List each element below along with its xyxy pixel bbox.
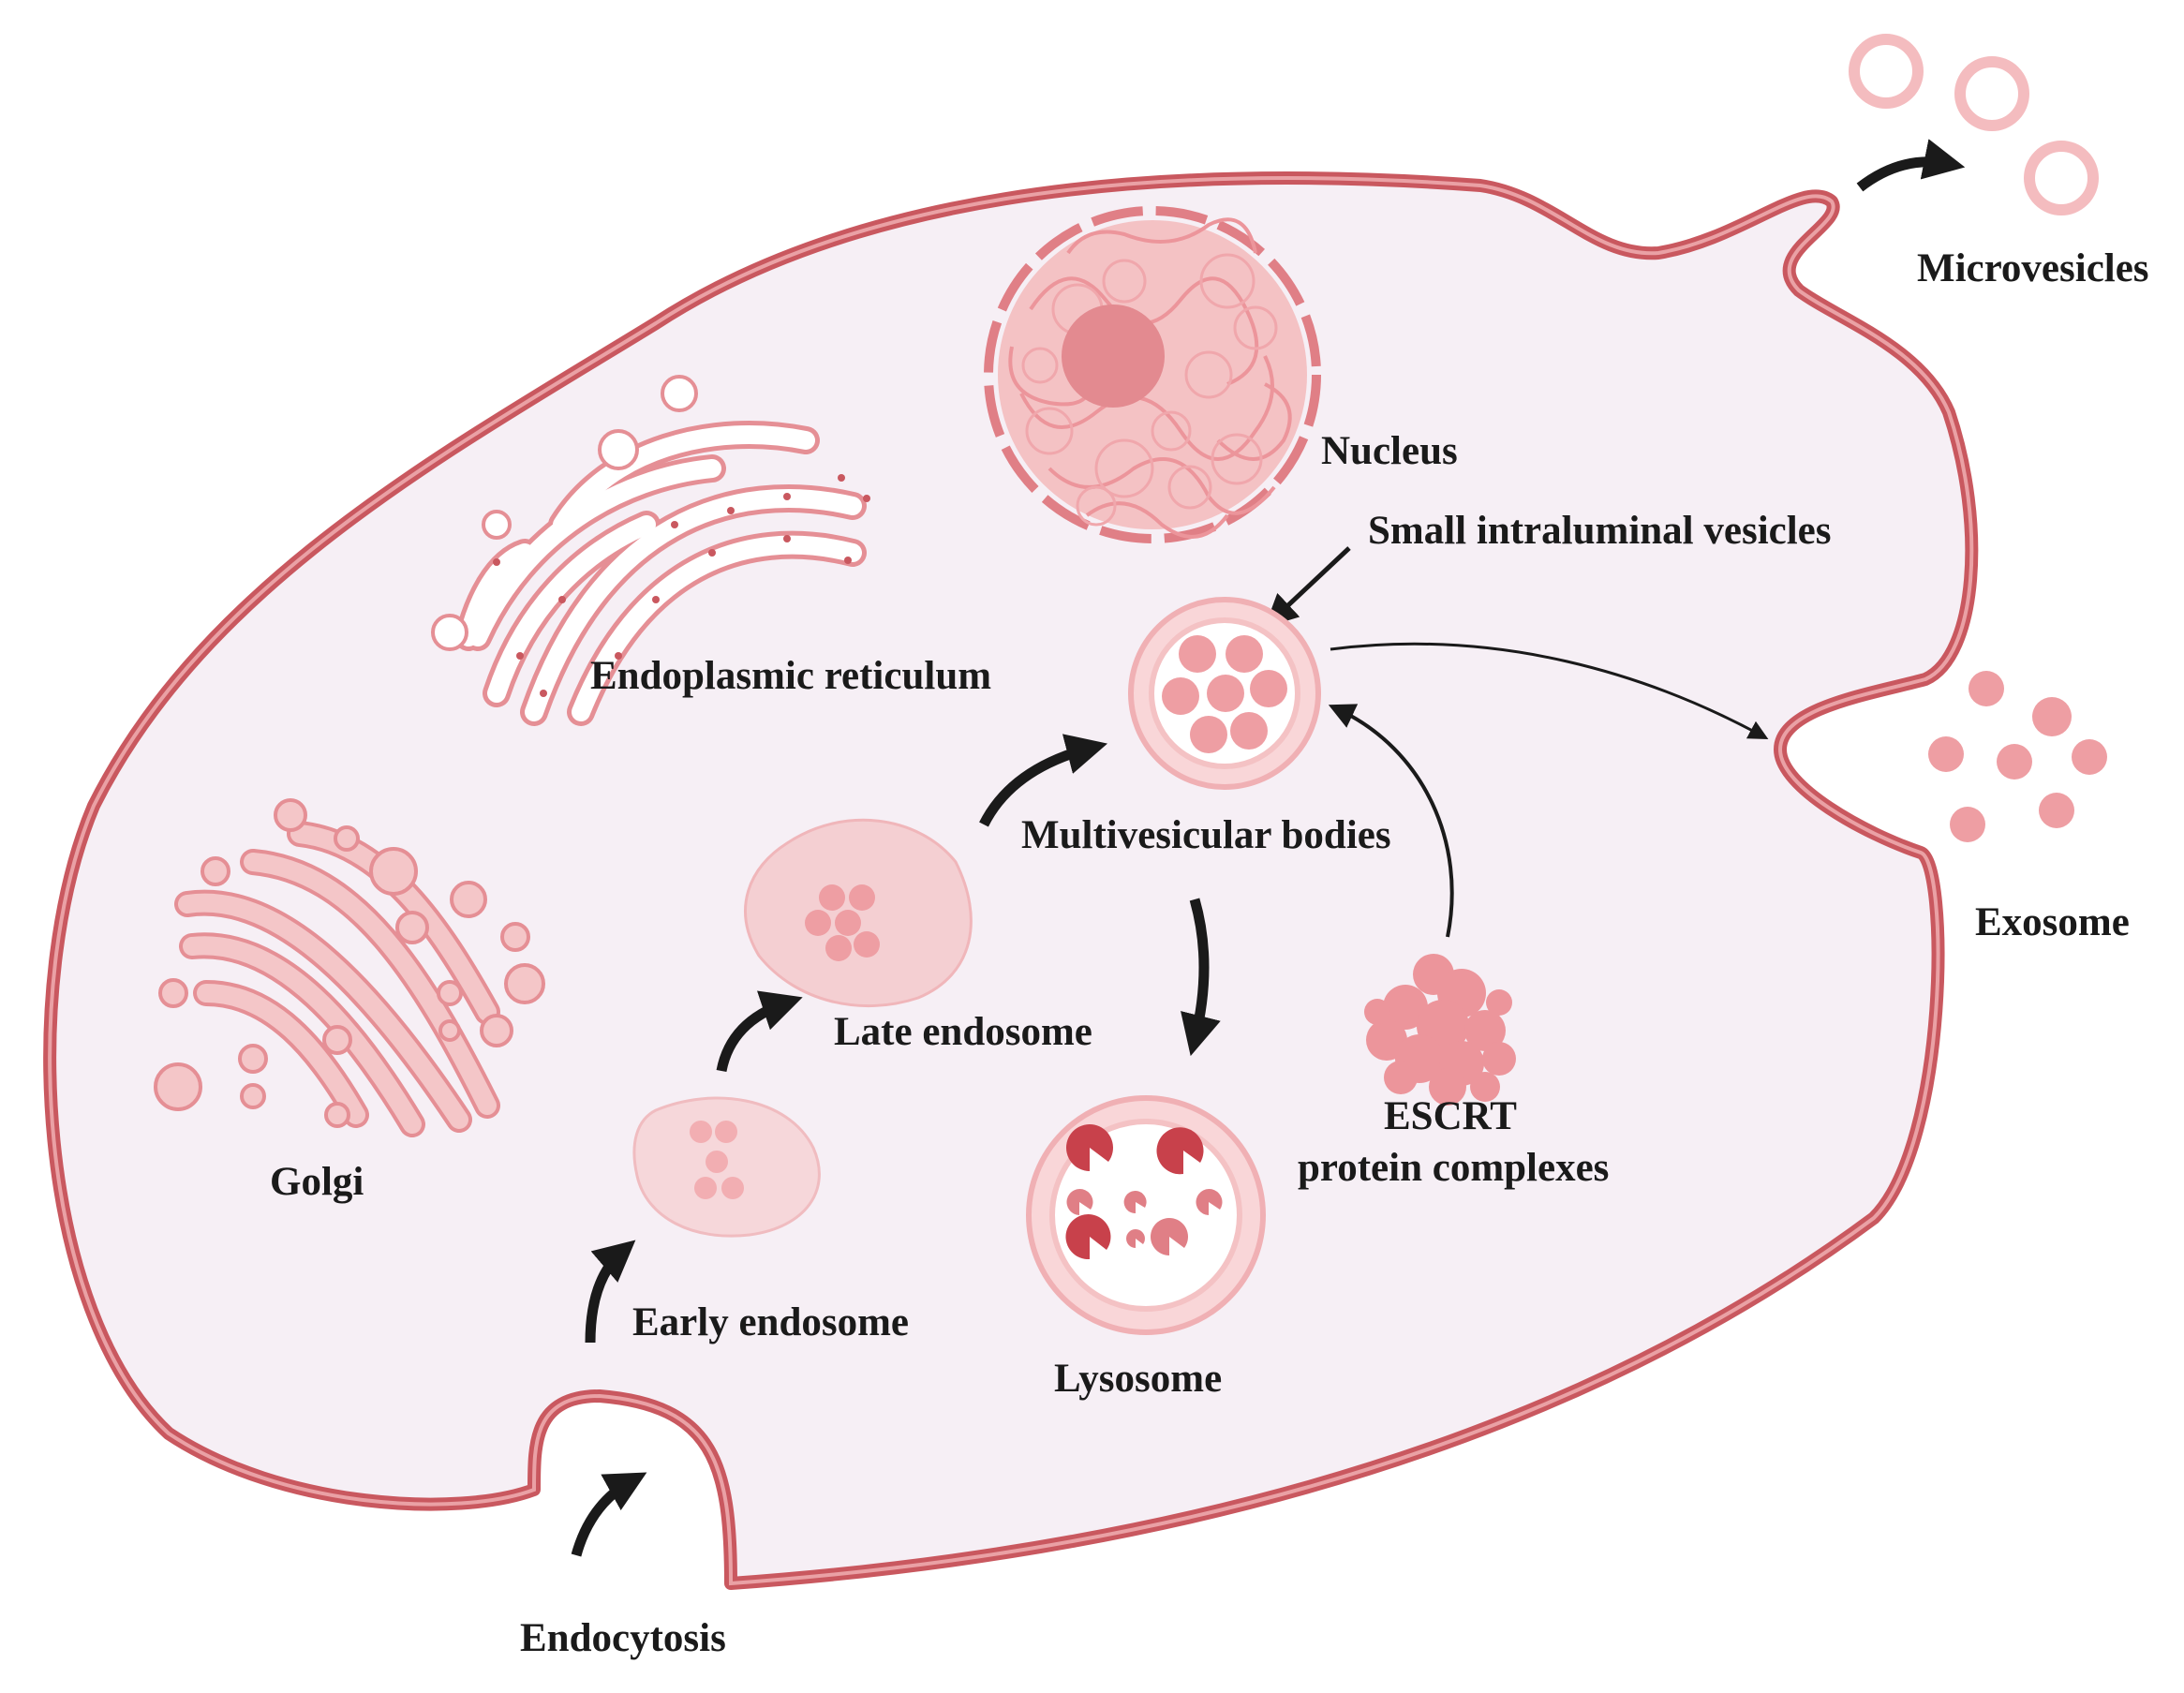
microvesicle-release-arrow xyxy=(1856,139,1966,192)
mvb-to-lysosome-arrow xyxy=(1181,898,1221,1057)
small-ilv-label: Small intraluminal vesicles xyxy=(1368,509,1832,553)
lysosome-icon xyxy=(1026,1095,1266,1335)
microvesicle-ring-icon xyxy=(1849,34,2099,215)
endocytosis-arrow xyxy=(571,1472,647,1557)
exosome-particles-icon xyxy=(1928,671,2107,842)
golgi-label: Golgi xyxy=(270,1160,364,1204)
escrt-protein-icon xyxy=(1364,954,1516,1106)
cell-membrane-icon xyxy=(43,171,1979,1590)
mvb-to-exosome-arrow xyxy=(1330,642,1769,739)
endocytosis-label: Endocytosis xyxy=(520,1616,726,1660)
exosome-label: Exosome xyxy=(1975,900,2130,944)
early-endosome-icon xyxy=(632,1096,821,1238)
multivesicular-body-icon xyxy=(1128,597,1321,790)
escrt-label-line1: ESCRT xyxy=(1384,1094,1517,1138)
early-to-late-arrow xyxy=(716,990,803,1073)
nucleus-label: Nucleus xyxy=(1321,429,1458,473)
endoplasmic-reticulum-icon xyxy=(431,375,870,726)
small-ilv-arrow xyxy=(1264,546,1351,628)
late-endosome-icon xyxy=(744,818,973,1008)
escrt-label-line2: protein complexes xyxy=(1298,1146,1609,1190)
er-label: Endoplasmic reticulum xyxy=(590,654,991,698)
late-endosome-label: Late endosome xyxy=(834,1010,1092,1054)
golgi-icon xyxy=(154,798,545,1137)
late-to-mvb-arrow xyxy=(979,734,1108,827)
escrt-to-mvb-arrow xyxy=(1328,704,1454,938)
lysosome-label: Lysosome xyxy=(1054,1357,1222,1401)
mvb-label: Multivesicular bodies xyxy=(1021,813,1391,857)
microvesicles-label: Microvesicles xyxy=(1917,246,2149,290)
early-endosome-label: Early endosome xyxy=(632,1300,909,1344)
nucleus-icon xyxy=(984,206,1321,543)
endocytosis-to-early-arrow xyxy=(585,1240,636,1344)
